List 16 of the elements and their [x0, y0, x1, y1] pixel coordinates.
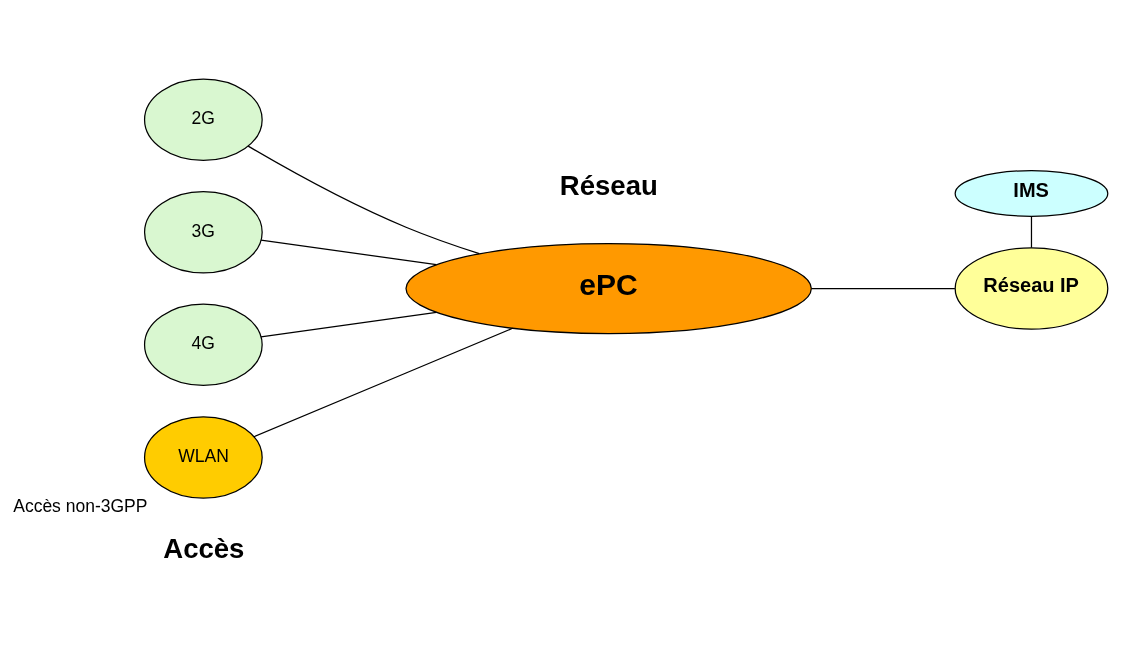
connector	[247, 145, 480, 255]
connector	[260, 311, 438, 338]
label: Réseau	[559, 170, 658, 202]
node-ellipse: 2G	[143, 78, 263, 161]
node-ellipse: 3G	[143, 190, 263, 274]
connector	[1030, 216, 1033, 249]
connector	[253, 327, 514, 438]
node-ellipse: ePC	[405, 242, 812, 335]
connector	[810, 287, 956, 290]
connector	[260, 239, 438, 266]
label: Accès	[163, 533, 245, 565]
node-ellipse: WLAN	[143, 416, 263, 499]
node-label: Accès non-3GPP	[13, 496, 148, 517]
node-ellipse: Réseau IP	[954, 247, 1109, 330]
node-ellipse: 4G	[143, 303, 263, 387]
node-ellipse: IMS	[954, 170, 1109, 217]
